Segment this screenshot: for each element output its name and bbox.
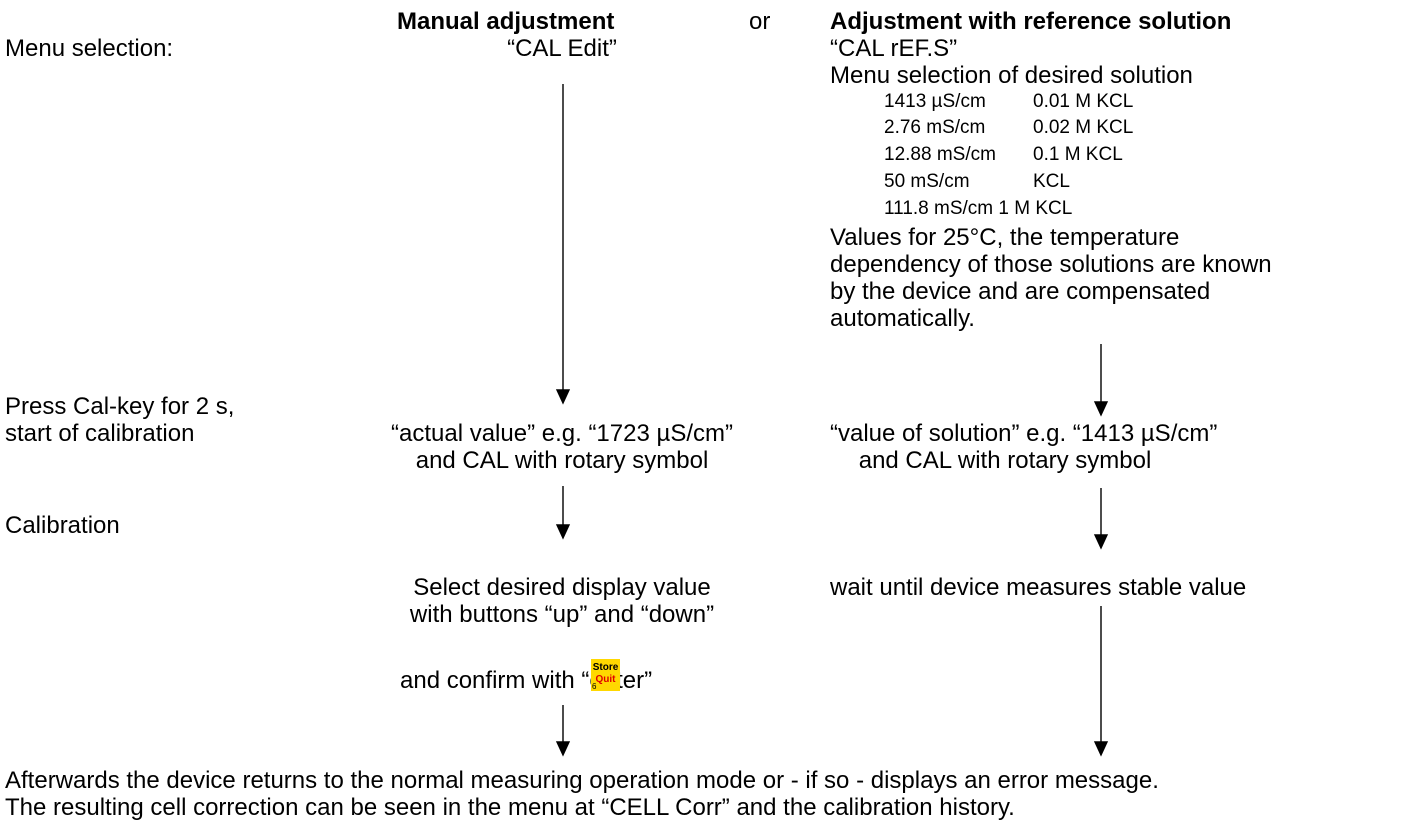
- arrow-down-icon: [1093, 488, 1109, 550]
- solution-combined: 111.8 mS/cm 1 M KCL: [884, 198, 1073, 219]
- cell-correction-text: The resulting cell correction can be see…: [5, 794, 1015, 821]
- reference-wait-instruction: wait until device measures stable value: [830, 574, 1247, 601]
- solution-name: KCL: [1033, 171, 1070, 192]
- solution-value: 2.76 mS/cm: [884, 117, 986, 138]
- reference-adjustment-heading: Adjustment with reference solution: [830, 8, 1232, 35]
- arrow-down-icon: [1093, 606, 1109, 757]
- reference-menu-description: Menu selection of desired solution: [830, 62, 1193, 89]
- reference-solution-value: “value of solution” e.g. “1413 µS/cm”: [830, 420, 1218, 447]
- solution-value: 12.88 mS/cm: [884, 144, 996, 165]
- manual-cal-rotary: and CAL with rotary symbol: [415, 447, 709, 474]
- reference-menu-value: “CAL rEF.S”: [830, 35, 958, 62]
- press-cal-key-label: Press Cal-key for 2 s,: [5, 393, 235, 420]
- arrow-down-icon: [555, 84, 571, 405]
- solution-value: 50 mS/cm: [884, 171, 970, 192]
- arrow-down-icon: [1093, 344, 1109, 417]
- or-label: or: [749, 8, 771, 35]
- manual-menu-value: “CAL Edit”: [507, 35, 617, 62]
- solution-name: 0.01 M KCL: [1033, 91, 1134, 112]
- manual-actual-value: “actual value” e.g. “1723 µS/cm”: [391, 420, 733, 447]
- arrow-down-icon: [555, 705, 571, 757]
- temperature-note-line: automatically.: [830, 305, 975, 332]
- temperature-note-line: Values for 25°C, the temperature: [830, 224, 1180, 251]
- manual-buttons-instruction: with buttons “up” and “down”: [409, 601, 715, 628]
- afterwards-text: Afterwards the device returns to the nor…: [5, 767, 1159, 794]
- menu-selection-label: Menu selection:: [5, 35, 174, 62]
- temperature-note-line: by the device and are compensated: [830, 278, 1211, 305]
- manual-adjustment-heading: Manual adjustment: [397, 8, 615, 35]
- reference-cal-rotary: and CAL with rotary symbol: [858, 447, 1152, 474]
- solution-value: 1413 µS/cm: [884, 91, 986, 112]
- arrow-down-icon: [555, 486, 571, 540]
- temperature-note-line: dependency of those solutions are known: [830, 251, 1272, 278]
- calibration-label: Calibration: [5, 512, 120, 539]
- solution-name: 0.02 M KCL: [1033, 117, 1134, 138]
- store-quit-key-icon: Store Quit 6: [591, 659, 620, 691]
- solution-name: 0.1 M KCL: [1033, 144, 1123, 165]
- press-cal-key-label: start of calibration: [5, 420, 195, 447]
- manual-select-instruction: Select desired display value: [413, 574, 711, 601]
